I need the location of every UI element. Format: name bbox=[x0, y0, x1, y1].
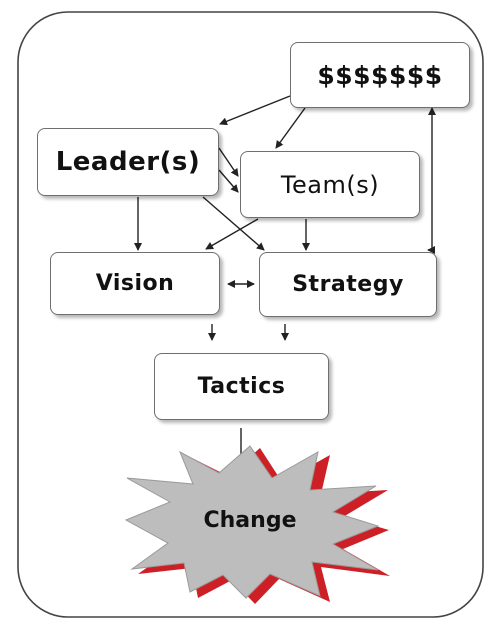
tactics-label: Tactics bbox=[197, 374, 286, 399]
arrow-leaders-to-teams-b bbox=[218, 169, 239, 193]
starburst-body bbox=[124, 445, 380, 599]
change-starburst bbox=[124, 445, 390, 604]
leaders-box: Leader(s) bbox=[37, 128, 219, 196]
arrow-leaders-to-strategy bbox=[202, 196, 265, 251]
arrow-money-to-leaders bbox=[219, 95, 291, 126]
change-label: Change bbox=[203, 508, 297, 533]
strategy-box: Strategy bbox=[259, 252, 437, 317]
money-box: $$$$$$$ bbox=[290, 42, 470, 108]
connectors bbox=[134, 95, 436, 471]
arrow-strategy-money-bidirectional bbox=[427, 107, 436, 254]
vision-label: Vision bbox=[95, 271, 175, 296]
arrow-teams-to-vision bbox=[205, 218, 259, 250]
tactics-box: Tactics bbox=[154, 353, 329, 420]
vision-box: Vision bbox=[50, 252, 220, 315]
leaders-label: Leader(s) bbox=[55, 147, 201, 177]
teams-box: Team(s) bbox=[240, 151, 420, 218]
strategy-label: Strategy bbox=[292, 272, 404, 297]
arrow-leaders-to-teams-a bbox=[218, 147, 239, 177]
arrow-money-to-teams bbox=[275, 107, 306, 149]
money-label: $$$$$$$ bbox=[317, 60, 443, 90]
teams-label: Team(s) bbox=[280, 170, 380, 199]
